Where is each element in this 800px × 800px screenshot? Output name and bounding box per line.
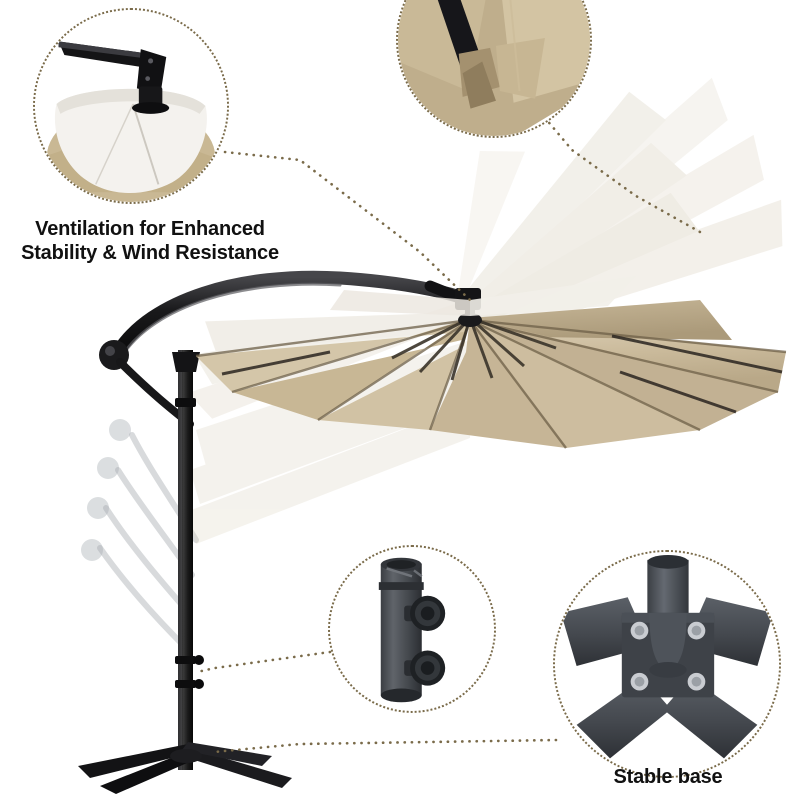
- callout-rib-pocket: [396, 0, 592, 138]
- bolt-group: [630, 621, 706, 691]
- caption-stable-base: Stable base: [613, 766, 723, 788]
- callout-ventilation: [33, 8, 229, 204]
- arm-ghost-knobs: [81, 419, 131, 561]
- caption-ventilation: Ventilation for Enhanced Stability & Win…: [21, 218, 279, 264]
- callout-pole-knobs: [328, 545, 496, 713]
- callout-stable-base: [553, 550, 781, 778]
- knob-lower: [404, 650, 446, 686]
- knob-upper: [404, 595, 446, 631]
- canopy-hub: [391, 300, 557, 381]
- cross-base: [78, 742, 292, 794]
- canopy: [195, 276, 787, 449]
